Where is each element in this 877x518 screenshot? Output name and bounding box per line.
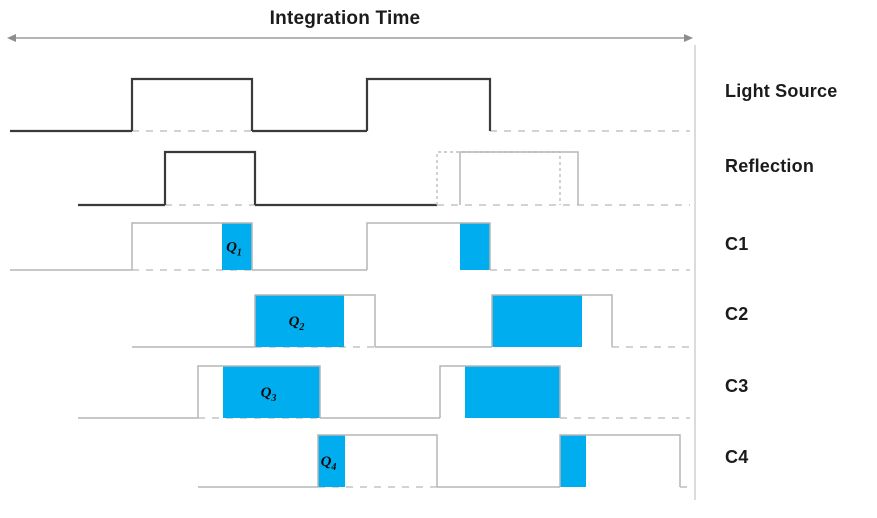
pulse-c4-0 — [317, 434, 438, 487]
charge-fill-c1-0 — [222, 223, 252, 270]
row-label-c3: C3 — [725, 376, 748, 396]
waveform-row-reflection — [78, 150, 690, 207]
row-label-c2: C2 — [725, 304, 748, 324]
charge-fill-c2-0 — [255, 295, 344, 347]
waveform-row-c2: Q2 — [132, 294, 690, 348]
waveform-row-c3: Q3 — [78, 365, 690, 419]
ghost-pulse-reflection-0 — [436, 151, 561, 205]
charge-label-c3: Q3 — [261, 385, 277, 404]
charge-label-c1: Q1 — [226, 240, 242, 259]
waveform-row-c1: Q1 — [10, 222, 690, 271]
charge-fill-c1-1 — [460, 223, 490, 270]
pulse-light-source-0 — [130, 77, 254, 131]
charge-fill-c4-1 — [560, 435, 586, 487]
pulse-light-source-1 — [365, 77, 492, 131]
charge-label-subscript: 1 — [237, 248, 242, 259]
page-title: Integration Time — [270, 8, 421, 29]
charge-label-c4: Q4 — [321, 454, 337, 473]
pulse-c4-1 — [559, 434, 681, 487]
charge-label-subscript: 2 — [298, 322, 304, 333]
row-label-light-source: Light Source — [725, 81, 837, 101]
charge-label-symbol: Q — [261, 385, 272, 401]
pulse-c2-1 — [491, 294, 613, 347]
charge-label-symbol: Q — [321, 454, 332, 470]
charge-label-subscript: 4 — [330, 462, 336, 473]
charge-fill-c2-1 — [492, 295, 582, 347]
charge-fill-c4-0 — [318, 435, 345, 487]
figure-title: Integration Time — [270, 8, 421, 29]
pulse-c3-1 — [439, 365, 561, 418]
pulse-c1-1 — [366, 222, 491, 270]
row-label-c4: C4 — [725, 447, 748, 467]
charge-label-symbol: Q — [226, 240, 237, 256]
charge-fill-c3-0 — [223, 366, 320, 418]
row-label-reflection: Reflection — [725, 156, 814, 176]
charge-label-symbol: Q — [289, 314, 300, 330]
row-label-c1: C1 — [725, 234, 748, 254]
pulse-c2-0 — [254, 294, 376, 347]
waveform-row-light-source — [10, 77, 690, 133]
pulse-c1-0 — [131, 222, 253, 270]
pulse-reflection-1 — [459, 151, 579, 205]
charge-label-c2: Q2 — [289, 314, 305, 333]
pulse-c3-0 — [197, 365, 321, 418]
waveform-row-c4: Q4 — [198, 434, 692, 488]
charge-label-subscript: 3 — [270, 393, 276, 404]
pulse-reflection-0 — [163, 150, 257, 205]
charge-fill-c3-1 — [465, 366, 560, 418]
